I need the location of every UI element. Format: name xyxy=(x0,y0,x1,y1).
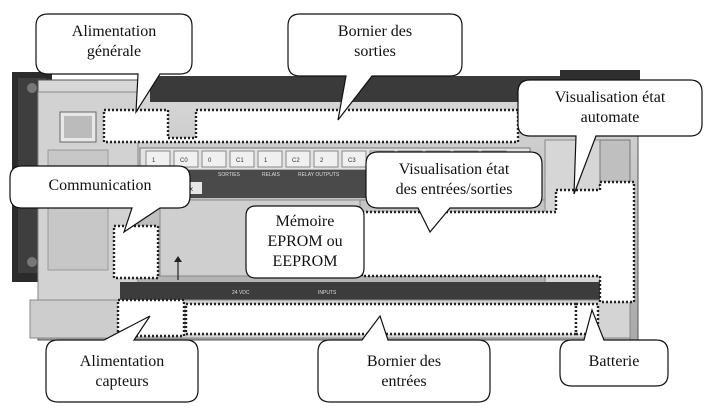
terminal-label: C0 xyxy=(180,158,188,164)
bubble-visualisation-automate xyxy=(517,79,703,195)
bubble-bornier-entrees xyxy=(317,314,491,403)
relay-outputs-label: RELAY OUTPUTS xyxy=(298,172,340,178)
terminal-label: 1 xyxy=(152,158,156,164)
terminal-label: C1 xyxy=(236,158,244,164)
terminal-screw xyxy=(313,150,339,168)
terminal-screw xyxy=(201,150,227,168)
inputs-label: INPUTS xyxy=(318,290,337,296)
relais-label: RELAIS xyxy=(262,172,280,178)
terminal-label: 2 xyxy=(320,158,324,164)
bubble-bornier-sorties xyxy=(287,13,463,121)
terminal-label: C2 xyxy=(292,158,300,164)
memory-marker xyxy=(174,256,182,280)
output-terminal-highlight xyxy=(102,108,520,144)
terminal-screw xyxy=(341,150,367,168)
sorties-label: SORTIES xyxy=(218,172,241,178)
terminal-screw xyxy=(173,150,199,168)
terminal-screw xyxy=(145,150,171,168)
bubble-visualisation-es xyxy=(365,151,543,234)
terminal-screw xyxy=(229,150,255,168)
communication-port-highlight xyxy=(112,224,160,280)
terminal-screw xyxy=(285,150,311,168)
bubble-batterie xyxy=(559,308,669,387)
bubble-memoire xyxy=(245,205,365,279)
power-label: 24 VDC xyxy=(232,290,250,296)
bubble-communication xyxy=(9,165,191,234)
bubble-alimentation-capteurs xyxy=(45,315,199,403)
bubble-alimentation-generale xyxy=(35,13,193,115)
terminal-label: 1 xyxy=(264,158,268,164)
terminal-screw xyxy=(257,150,283,168)
label-communication: Communication xyxy=(48,177,152,194)
terminal-label: 0 xyxy=(208,158,212,164)
terminal-label: C3 xyxy=(348,158,356,164)
callout-bubbles xyxy=(9,13,703,403)
label-batterie: Batterie xyxy=(588,353,640,370)
